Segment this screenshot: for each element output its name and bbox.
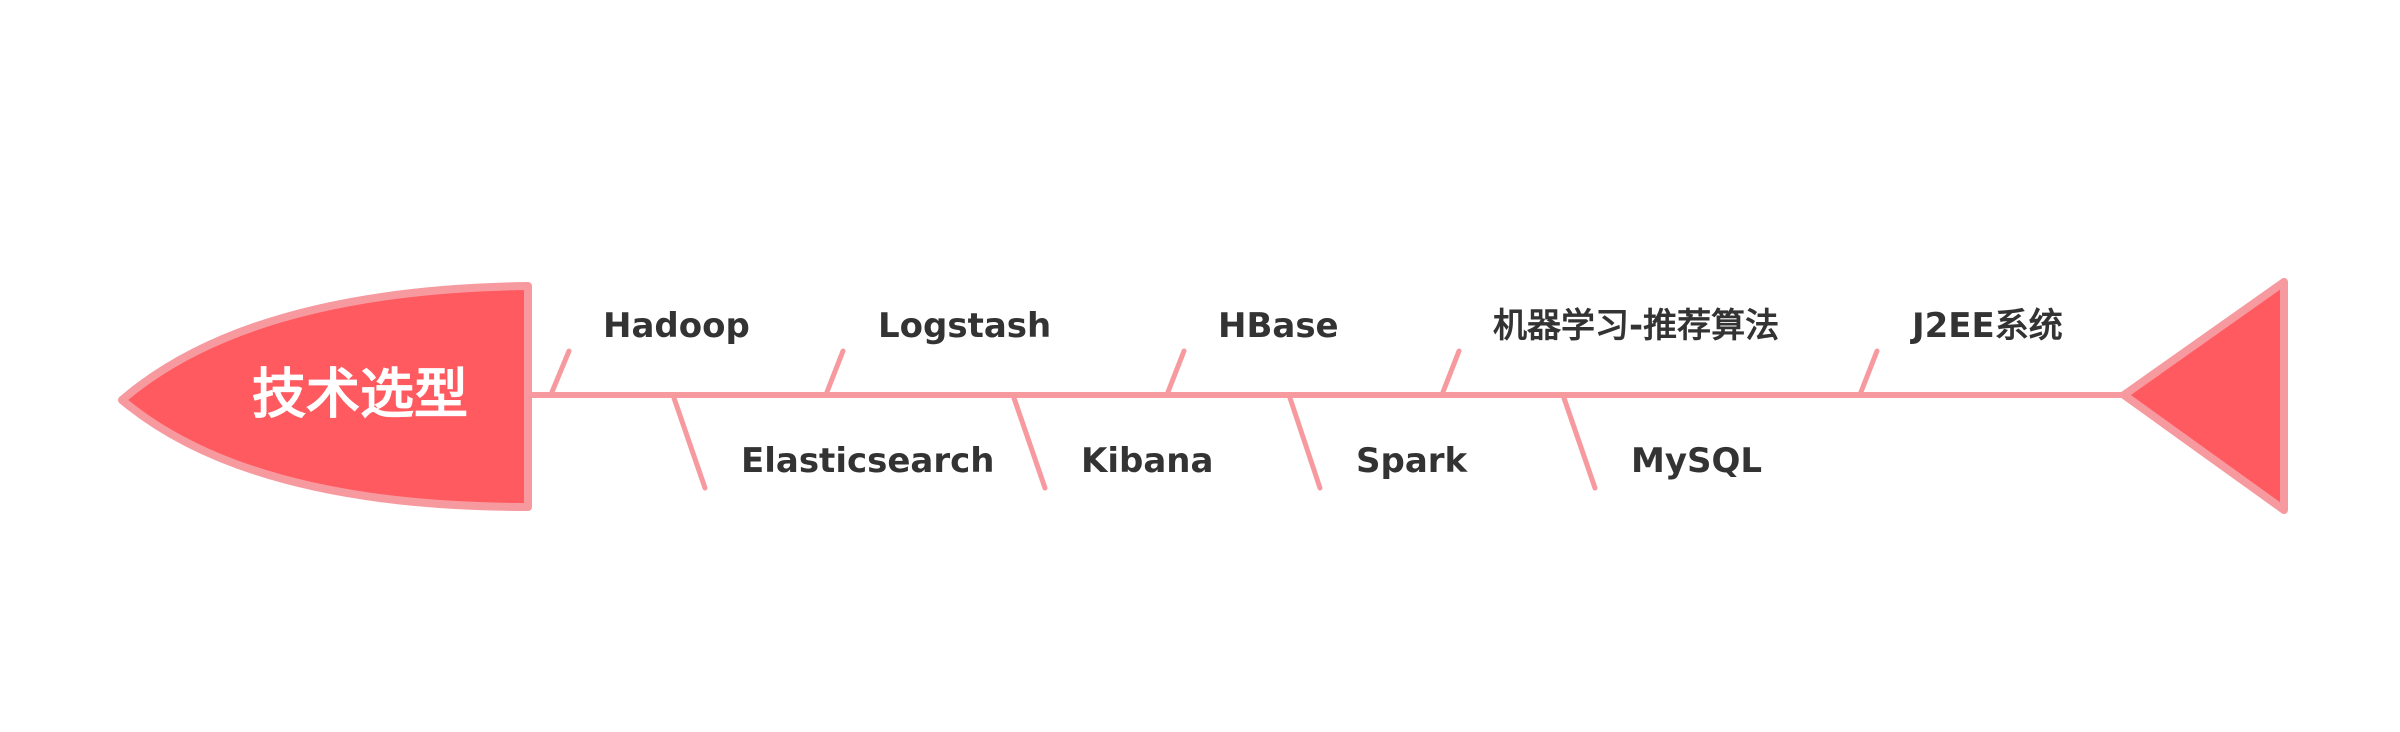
bone-bottom-kibana: [1011, 395, 1048, 491]
branch-label-logstash: Logstash: [878, 306, 1051, 346]
branch-label-hadoop: Hadoop: [603, 306, 750, 346]
bone-bottom-spark: [1287, 395, 1323, 491]
fish-head: [118, 282, 532, 511]
bone-bottom-mysql: [1561, 395, 1598, 491]
branch-label-spark: Spark: [1356, 441, 1469, 481]
bone-top-j2ee: [1858, 348, 1880, 395]
bone-top-hadoop: [549, 348, 572, 395]
fish-tail: [2120, 278, 2288, 514]
branch-label-elasticsearch: Elasticsearch: [741, 441, 995, 481]
bone-top-ml: [1440, 348, 1462, 395]
bone-top-hbase: [1165, 348, 1187, 395]
fish-head-label: 技术选型: [252, 363, 468, 426]
branch-label-kibana: Kibana: [1081, 441, 1213, 481]
bone-bottom-elasticsearch: [671, 395, 708, 491]
branch-label-mysql: MySQL: [1631, 441, 1762, 481]
branch-label-ml: 机器学习-推荐算法: [1493, 306, 1779, 346]
branch-label-hbase: HBase: [1218, 306, 1339, 346]
bone-top-logstash: [824, 348, 846, 395]
branch-label-j2ee: J2EE系统: [1910, 306, 2063, 346]
